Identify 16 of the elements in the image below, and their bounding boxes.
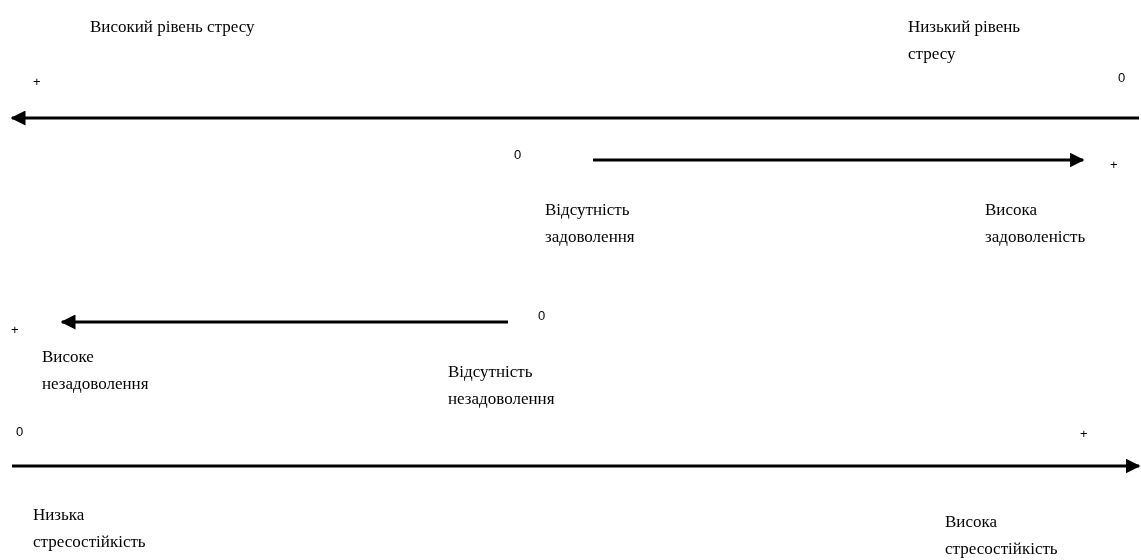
zero-mark: 0 xyxy=(1118,70,1126,86)
scale-end-label: Відсутність незадоволення xyxy=(448,361,556,410)
plus-mark: + xyxy=(1080,426,1088,442)
scale-end-label: Високий рівень стресу xyxy=(90,16,255,38)
zero-mark: 0 xyxy=(538,308,546,324)
zero-mark: 0 xyxy=(16,424,24,440)
plus-mark: + xyxy=(11,322,19,338)
scale-end-label: Висока стресостійкість xyxy=(945,511,1059,560)
plus-mark: + xyxy=(1110,157,1118,173)
scale-end-label: Низький рівень стресу xyxy=(908,16,1022,65)
scale-end-label: Висока задоволеність xyxy=(985,199,1087,248)
plus-mark: + xyxy=(33,74,41,90)
scale-end-label: Низька стресостійкість xyxy=(33,504,147,553)
zero-mark: 0 xyxy=(514,147,522,163)
scale-end-label: Відсутність задоволення xyxy=(545,199,636,248)
scale-end-label: Високе незадоволення xyxy=(42,346,150,395)
